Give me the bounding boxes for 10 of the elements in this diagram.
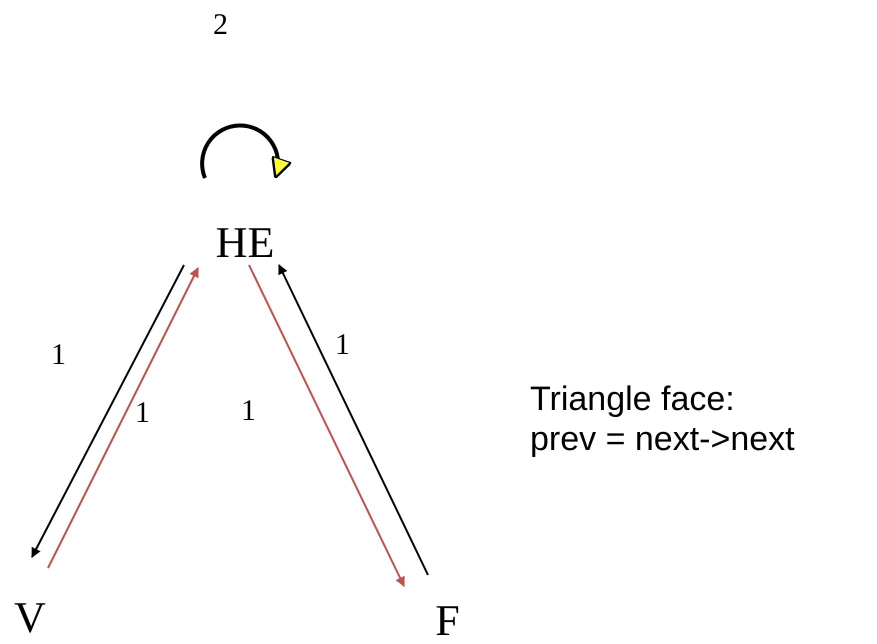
self-loop-arrow xyxy=(200,124,292,180)
arrow xyxy=(278,264,429,576)
node-label: F xyxy=(435,599,460,643)
node-label: V xyxy=(14,596,46,640)
arrow xyxy=(248,264,405,587)
node-label: HE xyxy=(216,221,274,265)
arrow xyxy=(47,267,199,568)
note-text: Triangle face: xyxy=(530,380,735,420)
note-text: prev = next->next xyxy=(530,420,795,460)
arrow xyxy=(31,264,185,558)
